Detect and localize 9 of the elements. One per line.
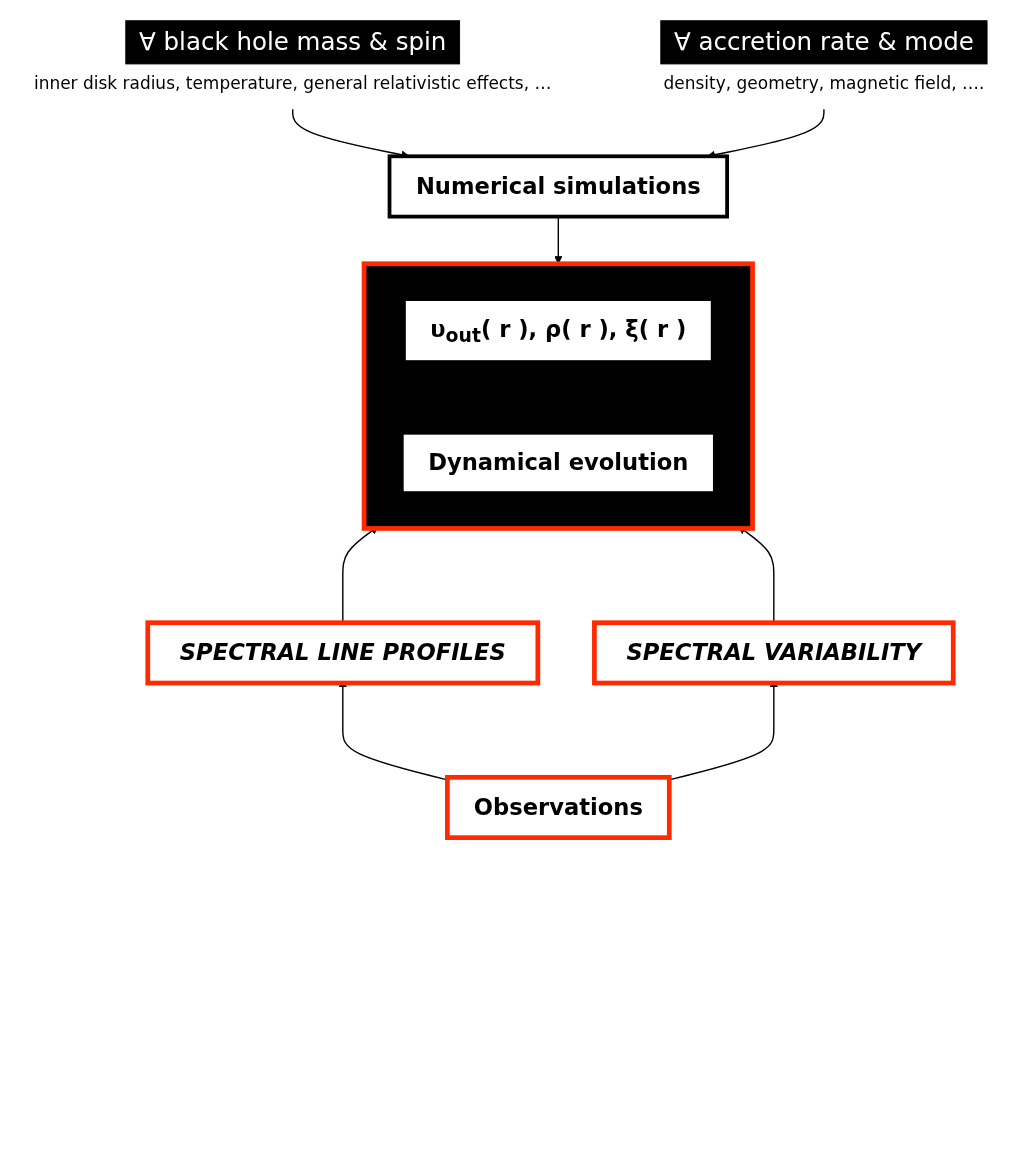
- node-box: Observations: [445, 774, 672, 840]
- node-box: ∀ accretion rate & mode: [660, 20, 988, 65]
- node-box: SPECTRAL VARIABILITY: [592, 620, 956, 686]
- node-box: ∀ black hole mass & spin: [125, 20, 461, 65]
- node-label: inner disk radius, temperature, general relativistic effects, …: [33, 72, 552, 93]
- node-box: SPECTRAL LINE PROFILES: [145, 620, 541, 686]
- node-box: Numerical simulations: [387, 154, 729, 219]
- cluster: [361, 261, 755, 531]
- node-label: density, geometry, magnetic field, ….: [663, 72, 985, 93]
